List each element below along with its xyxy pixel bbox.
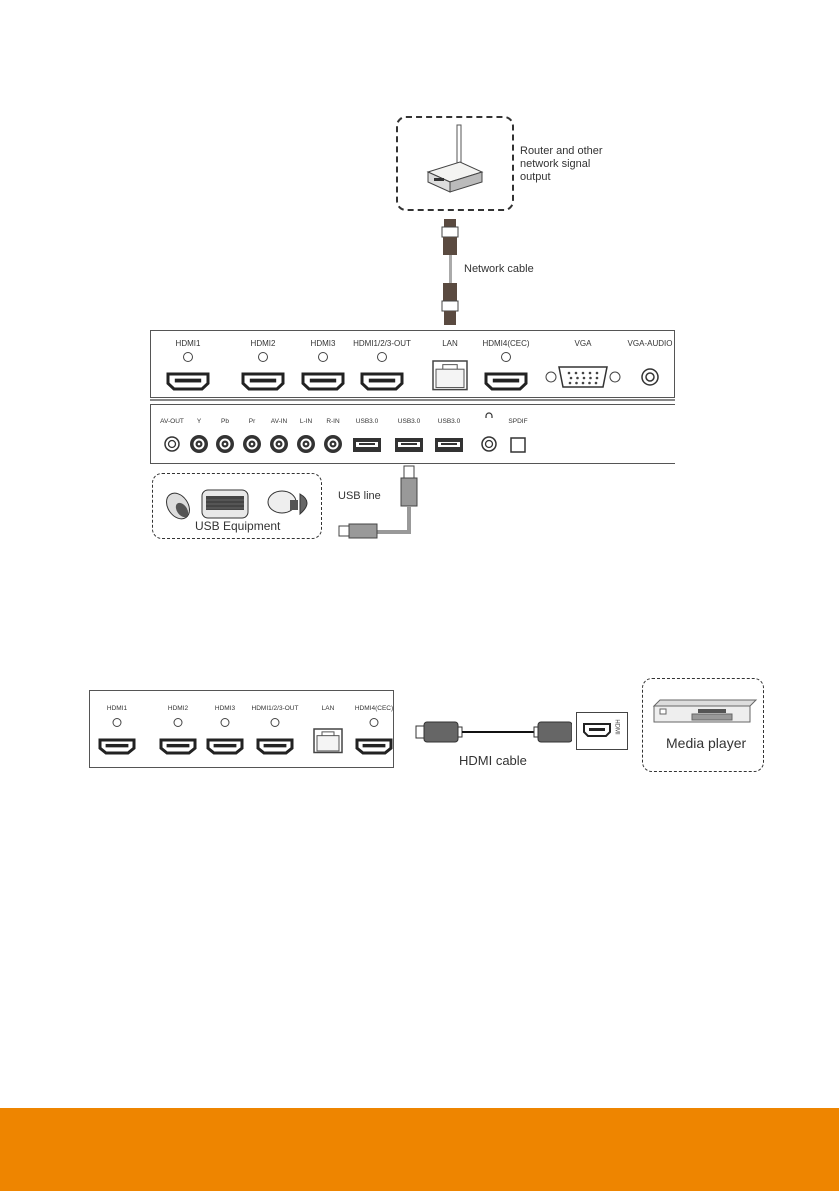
hdmi-port-icon — [355, 738, 393, 755]
usb-line-label: USB line — [338, 490, 381, 503]
port-label: HDMI1/2/3-OUT — [353, 339, 411, 348]
status-led — [377, 352, 387, 362]
keyboard-icon — [202, 490, 248, 518]
port-label: HDMI1 — [176, 339, 201, 348]
hdmi-port-icon — [206, 738, 244, 755]
port-label: VGA — [575, 339, 592, 348]
status-led — [174, 718, 183, 727]
hdmi-cable-label: HDMI cable — [459, 753, 527, 768]
rca-jack-icon — [269, 434, 289, 454]
port-label: HDMI2 — [251, 339, 276, 348]
rca-jack-icon — [242, 434, 262, 454]
usb-equipment-label: USB Equipment — [195, 519, 280, 533]
vga-port-icon — [543, 364, 623, 390]
rca-jack-icon — [323, 434, 343, 454]
rca-jack-icon — [215, 434, 235, 454]
panel-divider — [150, 399, 675, 401]
hdmi-port-icon — [360, 372, 404, 391]
network-cable-label: Network cable — [464, 263, 534, 276]
port-label: USB3.0 — [398, 418, 420, 425]
port-label: Y — [197, 418, 201, 425]
router-label-line-1: Router and other — [520, 145, 603, 158]
router-label-line-2: network signal — [520, 158, 603, 171]
port-label: HDMI2 — [168, 705, 188, 712]
port-label: HDMI3 — [215, 705, 235, 712]
media-player-label: Media player — [666, 735, 746, 751]
port-label: Pb — [221, 418, 229, 425]
spdif-port-icon — [510, 437, 526, 453]
port-label: USB3.0 — [356, 418, 378, 425]
lan-port-icon — [313, 728, 343, 754]
port-label: HDMI4(CEC) — [355, 705, 393, 712]
usb-port-icon — [394, 437, 424, 453]
port-label: LAN — [442, 339, 458, 348]
port-label: HDMI4(CEC) — [482, 339, 529, 348]
port-label: SPDIF — [508, 418, 527, 425]
router-label-line-3: output — [520, 171, 603, 184]
port-label: AV-OUT — [160, 418, 184, 425]
usb-drive-icon — [268, 491, 307, 514]
status-led — [501, 352, 511, 362]
port-label: AV-IN — [271, 418, 288, 425]
status-led — [183, 352, 193, 362]
media-player-icon — [650, 698, 760, 728]
hdmi-connector-panel — [89, 690, 394, 768]
hdmi-port-icon — [256, 738, 294, 755]
usb-equipment-icons — [160, 484, 320, 524]
rca-jack-icon — [189, 434, 209, 454]
headphone-icon — [485, 412, 493, 419]
audio-jack-icon — [164, 436, 180, 452]
audio-jack-icon — [641, 368, 659, 386]
hdmi-cable-icon — [412, 718, 572, 746]
usb-cable-icon — [335, 462, 435, 544]
status-led — [113, 718, 122, 727]
status-led — [271, 718, 280, 727]
page-footer-bar — [0, 1108, 839, 1191]
hdmi-port-icon — [159, 738, 197, 755]
audio-jack-icon — [481, 436, 497, 452]
port-label: HDMI3 — [311, 339, 336, 348]
port-label: R-IN — [326, 418, 339, 425]
hdmi-port-icon — [98, 738, 136, 755]
status-led — [221, 718, 230, 727]
hdmi-port-icon — [166, 372, 210, 391]
status-led — [318, 352, 328, 362]
hdmi-port-icon — [582, 722, 612, 738]
lan-port-icon — [432, 360, 468, 391]
status-led — [258, 352, 268, 362]
port-label: USB3.0 — [438, 418, 460, 425]
rca-jack-icon — [296, 434, 316, 454]
hdmi-port-icon — [484, 372, 528, 391]
router-icon — [420, 120, 490, 200]
device-port-label: HDMI — [614, 719, 620, 734]
status-led — [370, 718, 379, 727]
network-cable-icon — [438, 215, 464, 330]
port-label: HDMI1/2/3-OUT — [252, 705, 299, 712]
usb-port-icon — [434, 437, 464, 453]
hdmi-port-icon — [241, 372, 285, 391]
usb-port-icon — [352, 437, 382, 453]
port-label: L-IN — [300, 418, 312, 425]
port-label: VGA-AUDIO — [628, 339, 673, 348]
port-label: LAN — [322, 705, 335, 712]
hdmi-port-icon — [301, 372, 345, 391]
port-label: HDMI1 — [107, 705, 127, 712]
mouse-icon — [162, 489, 194, 523]
router-label: Router and other network signal output — [520, 145, 603, 184]
port-label: Pr — [249, 418, 256, 425]
